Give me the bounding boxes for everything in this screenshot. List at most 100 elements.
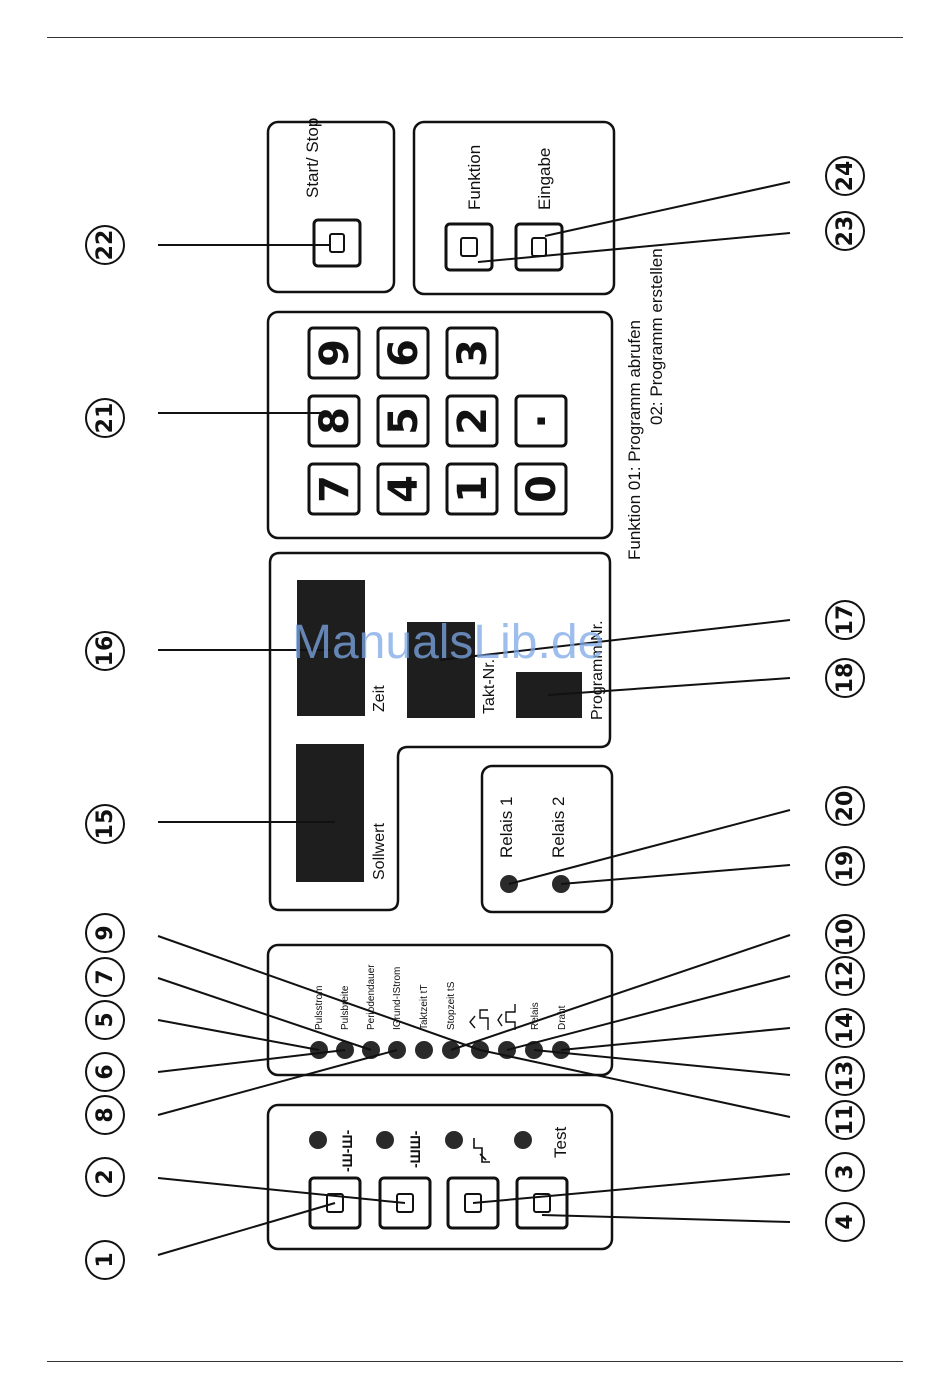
callout-12: 12 xyxy=(825,956,865,996)
callout-15: 15 xyxy=(85,804,125,844)
callout-8: 8 xyxy=(85,1095,125,1135)
start-stop-button-icon xyxy=(329,233,345,253)
key-2[interactable] xyxy=(445,394,499,448)
key-8-label: 8 xyxy=(312,407,358,435)
key-4[interactable] xyxy=(376,462,430,516)
key-7-label: 7 xyxy=(312,475,358,503)
label-pulsbreite: Pulsbreite xyxy=(340,985,351,1030)
watermark: ManualsLib.de xyxy=(292,616,604,669)
callout-13: 13 xyxy=(825,1056,865,1096)
mode-2-label: -ШШ- xyxy=(407,1130,423,1168)
key-decimal-point[interactable] xyxy=(514,394,568,448)
callout-22: 22 xyxy=(85,225,125,265)
svg-text:22: 22 xyxy=(93,230,118,261)
callout-20: 20 xyxy=(825,786,865,826)
funktion-note-line1: Funktion 01: Programm abrufen xyxy=(625,320,644,560)
relais-1-label: Relais 1 xyxy=(497,797,516,858)
svg-text:20: 20 xyxy=(833,791,858,822)
svg-text:16: 16 xyxy=(93,636,118,667)
key-2-label: 2 xyxy=(450,407,496,435)
svg-text:11: 11 xyxy=(833,1105,858,1136)
svg-text:15: 15 xyxy=(93,809,118,840)
callout-11: 11 xyxy=(825,1100,865,1140)
key-5-label: 5 xyxy=(381,407,427,435)
key-0-label: 0 xyxy=(519,475,565,503)
callout-5: 5 xyxy=(85,1000,125,1040)
key-8[interactable] xyxy=(307,394,361,448)
svg-text:1: 1 xyxy=(93,1252,118,1267)
funktion-label: Funktion xyxy=(465,145,484,210)
label-igrund-istrom: IGrund-IStrom xyxy=(392,967,403,1030)
svg-text:2: 2 xyxy=(93,1169,118,1184)
svg-text:23: 23 xyxy=(833,216,858,247)
key-9-label: 9 xyxy=(312,339,358,367)
key-4-label: 4 xyxy=(381,475,427,503)
mode-4-led xyxy=(514,1131,532,1149)
callout-4: 4 xyxy=(825,1202,865,1242)
leader-lines xyxy=(157,181,791,1256)
callout-7: 7 xyxy=(85,957,125,997)
callout-10: 10 xyxy=(825,914,865,954)
takt-nr-label: Takt-Nr. xyxy=(481,659,498,714)
key-3[interactable] xyxy=(445,326,499,380)
key-5[interactable] xyxy=(376,394,430,448)
svg-text:7: 7 xyxy=(93,969,118,984)
label-relais: Relais xyxy=(530,1002,541,1030)
start-stop-label: Start/ Stop xyxy=(303,118,322,198)
svg-text:3: 3 xyxy=(833,1164,858,1179)
svg-text:18: 18 xyxy=(833,663,858,694)
label-periodendauer: Periodendauer xyxy=(366,964,377,1030)
programm-nr-label: Programm Nr. xyxy=(589,620,606,720)
keypad: 7 8 9 4 5 6 1 2 3 0 · xyxy=(307,326,568,516)
svg-text:24: 24 xyxy=(833,161,858,192)
key-decimal-point-label: · xyxy=(519,413,565,428)
svg-text:13: 13 xyxy=(833,1061,858,1092)
svg-text:14: 14 xyxy=(833,1013,858,1044)
callout-16: 16 xyxy=(85,631,125,671)
key-0[interactable] xyxy=(514,462,568,516)
funktion-button[interactable] xyxy=(444,222,494,272)
mode-1-label: -Ш-Ш- xyxy=(339,1130,355,1172)
svg-text:8: 8 xyxy=(93,1107,118,1122)
zeit-display xyxy=(297,580,365,716)
test-button[interactable] xyxy=(515,1176,569,1230)
mode-1-button-icon xyxy=(326,1193,344,1213)
callout-14: 14 xyxy=(825,1008,865,1048)
key-7[interactable] xyxy=(307,462,361,516)
pulse-symbol-a xyxy=(469,1009,489,1030)
svg-text:17: 17 xyxy=(833,605,858,636)
mode-1-led xyxy=(309,1131,327,1149)
callout-19: 19 xyxy=(825,846,865,886)
top-rule xyxy=(47,37,903,38)
bottom-rule xyxy=(47,1361,903,1362)
svg-text:10: 10 xyxy=(833,919,858,950)
function-entry-panel xyxy=(412,120,616,296)
key-3-label: 3 xyxy=(450,339,496,367)
mode-led-panel xyxy=(266,943,614,1077)
led-taktzeit xyxy=(415,1041,433,1059)
svg-text:5: 5 xyxy=(93,1012,118,1027)
key-6[interactable] xyxy=(376,326,430,380)
callout-18: 18 xyxy=(825,658,865,698)
key-9[interactable] xyxy=(307,326,361,380)
start-stop-button[interactable] xyxy=(312,218,362,268)
eingabe-label: Eingabe xyxy=(535,148,554,210)
mode-3-symbol xyxy=(473,1138,490,1163)
key-6-label: 6 xyxy=(381,339,427,367)
key-1-label: 1 xyxy=(450,475,496,503)
callout-24: 24 xyxy=(825,156,865,196)
label-pulsstrom: Pulsstrom xyxy=(314,986,325,1030)
svg-text:12: 12 xyxy=(833,961,858,992)
key-1[interactable] xyxy=(445,462,499,516)
test-button-icon xyxy=(533,1193,551,1213)
callout-6: 6 xyxy=(85,1052,125,1092)
label-draht: Draht xyxy=(557,1005,568,1030)
svg-text:4: 4 xyxy=(833,1214,858,1229)
callout-3: 3 xyxy=(825,1152,865,1192)
start-stop-panel xyxy=(266,120,396,294)
eingabe-button[interactable] xyxy=(514,222,564,272)
takt-nr-display xyxy=(407,622,475,718)
mode-3-led xyxy=(445,1131,463,1149)
sollwert-display xyxy=(296,744,364,882)
